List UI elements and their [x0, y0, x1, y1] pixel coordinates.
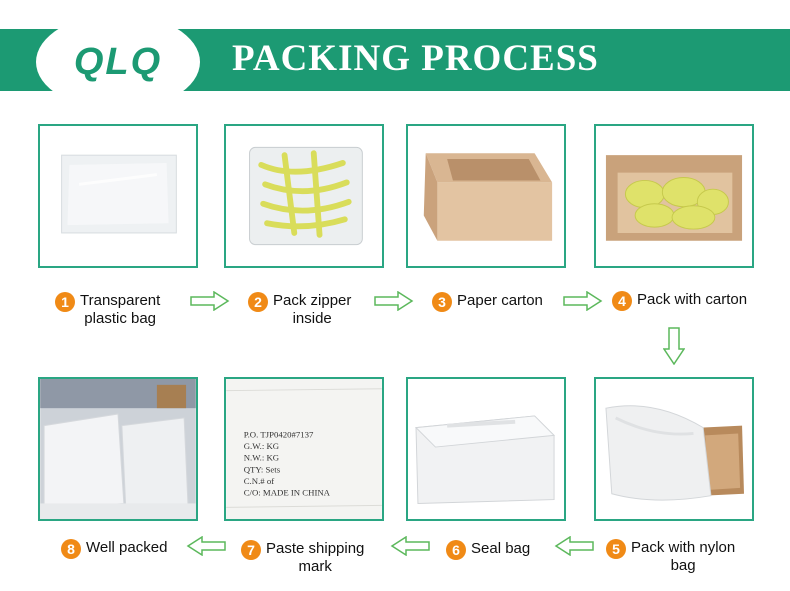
shipping-mark-qty: QTY: Sets	[244, 464, 281, 474]
step-label: Well packed	[86, 539, 168, 556]
arrow-right-icon	[190, 291, 230, 311]
step-label-line2: mark	[298, 558, 332, 575]
step-label-line2: bag	[670, 557, 696, 574]
arrow-left-icon	[390, 536, 430, 556]
photo-shipping-mark: P.O. TJP0420#7137 G.W.: KG N.W.: KG QTY:…	[224, 377, 384, 521]
step-number-badge: 3	[432, 292, 452, 312]
photo-pack-with-carton	[594, 124, 754, 268]
step-number-badge: 7	[241, 540, 261, 560]
step-number-badge: 5	[606, 539, 626, 559]
photo-zipper-bag	[224, 124, 384, 268]
step-1: 1 Transparent plastic bag	[55, 292, 160, 328]
photo-nylon-bag	[594, 377, 754, 521]
page-title: PACKING PROCESS	[232, 38, 599, 79]
arrow-down-icon	[663, 327, 685, 365]
step-8: 8 Well packed	[61, 539, 167, 559]
photo-paper-carton	[406, 124, 566, 268]
step-label: Paper carton	[457, 292, 543, 309]
logo-badge	[36, 14, 200, 110]
arrow-left-icon	[186, 536, 226, 556]
step-label: Pack with nylon	[631, 539, 736, 556]
photo-seal-bag	[406, 377, 566, 521]
step-4: 4 Pack with carton	[612, 291, 747, 311]
step-number-badge: 6	[446, 540, 466, 560]
step-label: Transparent	[80, 292, 161, 309]
shipping-mark-po: P.O. TJP0420#7137	[244, 429, 314, 439]
arrow-right-icon	[563, 291, 603, 311]
brand-logo: QLQ	[73, 41, 163, 83]
shipping-mark-nw: N.W.: KG	[244, 453, 280, 463]
step-number-badge: 4	[612, 291, 632, 311]
step-number-badge: 1	[55, 292, 75, 312]
step-label-line2: plastic bag	[84, 310, 157, 327]
step-label-line2: inside	[292, 310, 332, 327]
step-label: Paste shipping	[266, 540, 365, 557]
shipping-mark-cn: C.N.# of	[244, 476, 274, 486]
arrow-right-icon	[374, 291, 414, 311]
step-2: 2 Pack zipper inside	[248, 292, 351, 328]
step-label: Pack zipper	[273, 292, 352, 309]
arrow-left-icon	[554, 536, 594, 556]
step-label: Pack with carton	[637, 291, 748, 308]
step-5: 5 Pack with nylon bag	[606, 539, 735, 575]
step-3: 3 Paper carton	[432, 292, 543, 312]
shipping-mark-co: C/O: MADE IN CHINA	[244, 488, 331, 498]
photo-transparent-plastic-bag	[38, 124, 198, 268]
step-number-badge: 8	[61, 539, 81, 559]
step-6: 6 Seal bag	[446, 540, 530, 560]
photo-well-packed	[38, 377, 198, 521]
shipping-mark-gw: G.W.: KG	[244, 441, 280, 451]
step-number-badge: 2	[248, 292, 268, 312]
step-7: 7 Paste shipping mark	[241, 540, 364, 576]
step-label: Seal bag	[471, 540, 531, 557]
